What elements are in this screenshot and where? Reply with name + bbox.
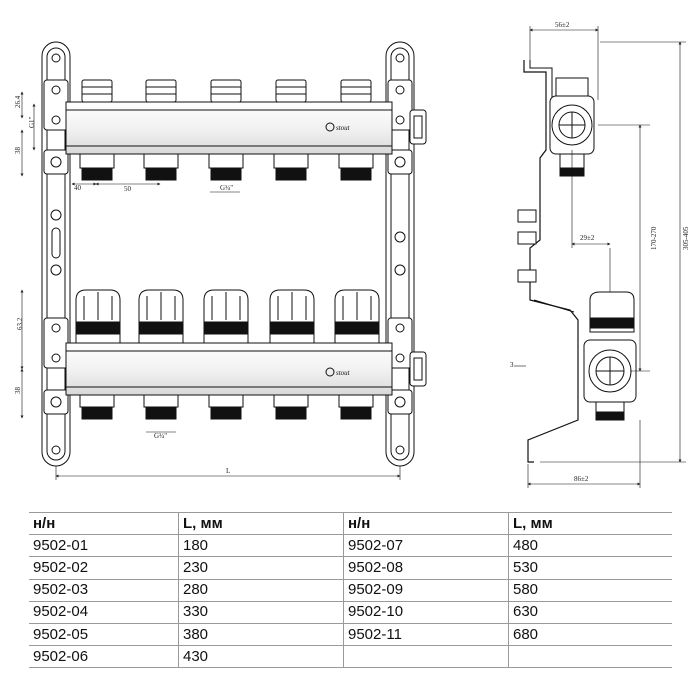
- cell-length: 380: [178, 623, 344, 647]
- cell-length: 230: [178, 556, 344, 580]
- cell-length: [508, 645, 672, 669]
- dim-top-pipe: 26.4: [14, 95, 22, 108]
- cell-length: 530: [508, 556, 672, 580]
- table-row: 9502-04 330 9502-10 630: [29, 601, 672, 624]
- cell-length: 430: [178, 645, 344, 669]
- cell-part-number: 9502-04: [29, 601, 179, 624]
- top-manifold-pipe: [65, 101, 427, 155]
- side-view: [514, 26, 686, 488]
- side-nuts: [517, 209, 537, 283]
- table-row: 9502-02 230 9502-08 530: [29, 556, 672, 580]
- table-row: 9502-03 280 9502-09 580: [29, 579, 672, 602]
- cell-part-number: 9502-01: [29, 534, 179, 558]
- cell-part-number: 9502-02: [29, 556, 179, 580]
- technical-drawing: 26.4 G1" 38 40 50 G¾" 63.2 38 G¾" L stou…: [14, 21, 690, 488]
- cell-part-number: 9502-08: [343, 556, 509, 580]
- bottom-valve-caps: [75, 289, 380, 344]
- cell-length: 680: [508, 623, 672, 647]
- dim-305: 305-405: [682, 226, 690, 250]
- cell-part-number: 9502-07: [343, 534, 509, 558]
- brand-logo-bottom: [325, 367, 335, 377]
- dim-g34-bottom: G¾": [154, 432, 167, 440]
- header-length-1: L, мм: [178, 511, 344, 536]
- dim-63: 63.2: [16, 317, 24, 330]
- bottom-manifold-pipe: [65, 342, 427, 396]
- cell-part-number: 9502-09: [343, 579, 509, 602]
- dim-170: 170-270: [650, 226, 658, 250]
- side-bottom-collector: [583, 291, 637, 421]
- dim-50: 50: [124, 185, 132, 193]
- dim-thread-top: G1": [28, 116, 36, 128]
- front-dimension-lines: [20, 91, 401, 480]
- table-header-row: н/н L, мм н/н L, мм: [29, 511, 672, 536]
- cell-length: 480: [508, 534, 672, 558]
- cell-length: 180: [178, 534, 344, 558]
- dim-40: 40: [74, 184, 82, 192]
- cell-length: 580: [508, 579, 672, 602]
- brand-label-bottom: stout: [336, 369, 351, 377]
- cell-part-number: 9502-03: [29, 579, 179, 602]
- front-view: [20, 41, 427, 480]
- length-table: н/н L, мм н/н L, мм 9502-01 180 9502-07 …: [29, 511, 672, 669]
- cell-part-number: 9502-05: [29, 623, 179, 647]
- cell-part-number: 9502-11: [343, 623, 509, 647]
- dim-3: 3: [510, 361, 514, 369]
- bottom-outlets: [79, 394, 374, 420]
- dim-86: 86±2: [574, 475, 589, 483]
- table-row: 9502-01 180 9502-07 480: [29, 534, 672, 558]
- cell-length: 630: [508, 601, 672, 624]
- header-length-2: L, мм: [508, 511, 672, 536]
- dim-56: 56±2: [555, 21, 570, 29]
- brand-logo-top: [325, 122, 335, 132]
- dim-L: L: [226, 467, 230, 475]
- cell-length: 280: [178, 579, 344, 602]
- dim-g34-top: G¾": [220, 184, 233, 192]
- cell-part-number: 9502-10: [343, 601, 509, 624]
- dim-29: 29±2: [580, 234, 595, 242]
- top-valve-caps: [81, 79, 372, 103]
- top-outlets: [79, 153, 374, 181]
- table-row: 9502-06 430: [29, 645, 672, 669]
- cell-part-number: 9502-06: [29, 645, 179, 669]
- side-dimension-lines: [514, 26, 686, 488]
- cell-length: 330: [178, 601, 344, 624]
- brand-label-top: stout: [336, 124, 351, 132]
- table-row: 9502-05 380 9502-11 680: [29, 623, 672, 647]
- header-part-number-1: н/н: [29, 511, 179, 536]
- header-part-number-2: н/н: [343, 511, 509, 536]
- dim-bottom-38: 38: [14, 387, 22, 395]
- dim-top-38: 38: [14, 147, 22, 155]
- cell-part-number: [343, 645, 509, 669]
